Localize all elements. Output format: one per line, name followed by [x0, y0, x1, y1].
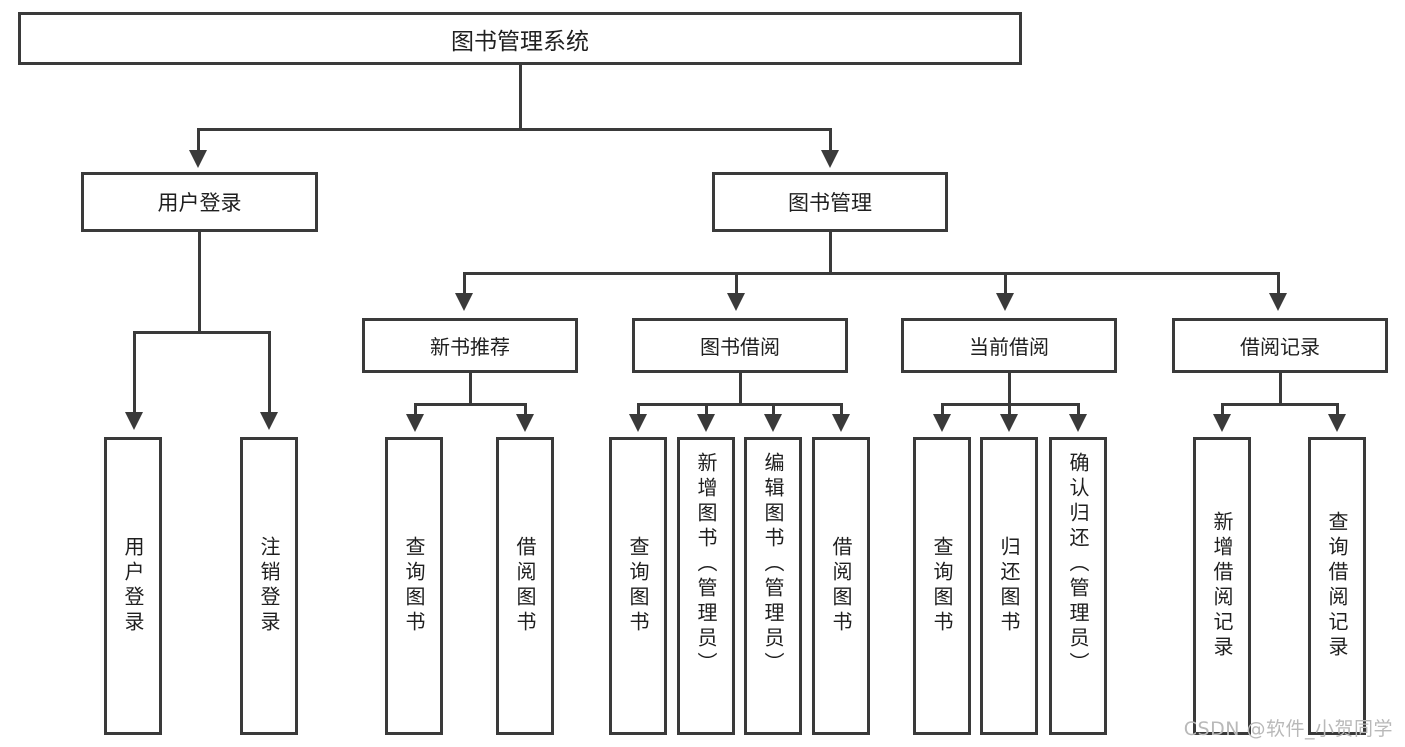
arrowhead-new-book-leaf-1 [406, 414, 424, 432]
leaf-query-borrow-record[interactable]: 查询借阅记录 [1308, 437, 1366, 735]
leaf-query-book-current[interactable]: 查询图书 [913, 437, 971, 735]
connector-book-management-stem [829, 232, 832, 274]
connector-book-borrow-stem [739, 373, 742, 405]
connector-book-borrow-bar [637, 403, 843, 406]
arrowhead-user-login-leaf-1 [125, 412, 143, 430]
node-borrow-record[interactable]: 借阅记录 [1172, 318, 1388, 373]
connector-book-borrow-leaf-1 [637, 403, 640, 415]
leaf-label: 新增图书（管理员） [694, 452, 718, 677]
connector-level2-bar [463, 272, 1277, 275]
connector-book-borrow-leaf-4 [840, 403, 843, 415]
connector-to-user-login [197, 128, 200, 150]
leaf-label: 查询借阅记录 [1325, 511, 1349, 661]
leaf-label: 查询图书 [402, 536, 426, 636]
arrowhead-borrow-record-leaf-1 [1213, 414, 1231, 432]
arrowhead-current-borrow-leaf-3 [1069, 414, 1087, 432]
leaf-label: 查询图书 [626, 536, 650, 636]
connector-borrow-record-leaf-1 [1221, 403, 1224, 415]
leaf-user-login[interactable]: 用户登录 [104, 437, 162, 735]
leaf-label: 借阅图书 [513, 536, 537, 636]
leaf-borrow-book[interactable]: 借阅图书 [812, 437, 870, 735]
connector-book-borrow-leaf-2 [705, 403, 708, 415]
node-label: 当前借阅 [969, 335, 1049, 359]
arrowhead-book-borrow-leaf-1 [629, 414, 647, 432]
leaf-logout[interactable]: 注销登录 [240, 437, 298, 735]
leaf-add-borrow-record[interactable]: 新增借阅记录 [1193, 437, 1251, 735]
leaf-confirm-return-admin[interactable]: 确认归还（管理员） [1049, 437, 1107, 735]
leaf-label: 查询图书 [930, 536, 954, 636]
arrowhead-book-borrow-leaf-3 [764, 414, 782, 432]
connector-to-borrow-record [1277, 272, 1280, 294]
node-label: 图书管理系统 [451, 28, 589, 55]
connector-book-borrow-leaf-3 [772, 403, 775, 415]
arrowhead-new-book-leaf-2 [516, 414, 534, 432]
connector-new-book-leaf-2 [524, 403, 527, 415]
arrowhead-borrow-record-leaf-2 [1328, 414, 1346, 432]
leaf-label: 借阅图书 [829, 536, 853, 636]
arrowhead-book-borrow-leaf-4 [832, 414, 850, 432]
node-current-borrow[interactable]: 当前借阅 [901, 318, 1117, 373]
connector-new-book-leaf-1 [414, 403, 417, 415]
leaf-label: 编辑图书（管理员） [761, 452, 785, 677]
node-label: 图书借阅 [700, 335, 780, 359]
arrowhead-current-borrow-leaf-1 [933, 414, 951, 432]
connector-user-login-leaf-1 [133, 331, 136, 413]
node-label: 借阅记录 [1240, 335, 1320, 359]
arrowhead-current-borrow [996, 293, 1014, 311]
leaf-add-book-admin[interactable]: 新增图书（管理员） [677, 437, 735, 735]
leaf-query-book-borrow[interactable]: 查询图书 [609, 437, 667, 735]
arrowhead-borrow-record [1269, 293, 1287, 311]
leaf-query-book-recommend[interactable]: 查询图书 [385, 437, 443, 735]
arrowhead-user-login-leaf-2 [260, 412, 278, 430]
arrowhead-user-login [189, 150, 207, 168]
connector-new-book-stem [469, 373, 472, 405]
node-label: 图书管理 [788, 191, 872, 215]
connector-to-current-borrow [1004, 272, 1007, 294]
leaf-return-book[interactable]: 归还图书 [980, 437, 1038, 735]
connector-new-book-bar [414, 403, 527, 406]
node-new-book-recommend[interactable]: 新书推荐 [362, 318, 578, 373]
arrowhead-new-book [455, 293, 473, 311]
connector-user-login-bar [133, 331, 271, 334]
node-user-login[interactable]: 用户登录 [81, 172, 318, 232]
leaf-label: 归还图书 [997, 536, 1021, 636]
connector-level1-bar [197, 128, 832, 131]
connector-borrow-record-leaf-2 [1336, 403, 1339, 415]
leaf-edit-book-admin[interactable]: 编辑图书（管理员） [744, 437, 802, 735]
node-label: 用户登录 [157, 191, 242, 215]
node-book-borrow[interactable]: 图书借阅 [632, 318, 848, 373]
connector-user-login-stem [198, 232, 201, 333]
connector-user-login-leaf-2 [268, 331, 271, 413]
connector-borrow-record-bar [1221, 403, 1339, 406]
leaf-borrow-book-recommend[interactable]: 借阅图书 [496, 437, 554, 735]
leaf-label: 新增借阅记录 [1210, 511, 1234, 661]
connector-to-book-management [829, 128, 832, 150]
arrowhead-book-borrow-leaf-2 [697, 414, 715, 432]
connector-root-stem [519, 65, 522, 130]
leaf-label: 确认归还（管理员） [1066, 452, 1090, 677]
connector-current-borrow-leaf-3 [1077, 403, 1080, 415]
node-label: 新书推荐 [430, 335, 510, 359]
node-root-book-management-system[interactable]: 图书管理系统 [18, 12, 1022, 65]
connector-to-book-borrow [735, 272, 738, 294]
arrowhead-book-management [821, 150, 839, 168]
connector-to-new-book [463, 272, 466, 294]
arrowhead-book-borrow [727, 293, 745, 311]
connector-current-borrow-stem [1008, 373, 1011, 405]
connector-current-borrow-leaf-1 [941, 403, 944, 415]
leaf-label: 注销登录 [257, 536, 281, 636]
connector-borrow-record-stem [1279, 373, 1282, 405]
node-book-management[interactable]: 图书管理 [712, 172, 948, 232]
leaf-label: 用户登录 [121, 536, 145, 636]
arrowhead-current-borrow-leaf-2 [1000, 414, 1018, 432]
connector-current-borrow-leaf-2 [1008, 403, 1011, 415]
